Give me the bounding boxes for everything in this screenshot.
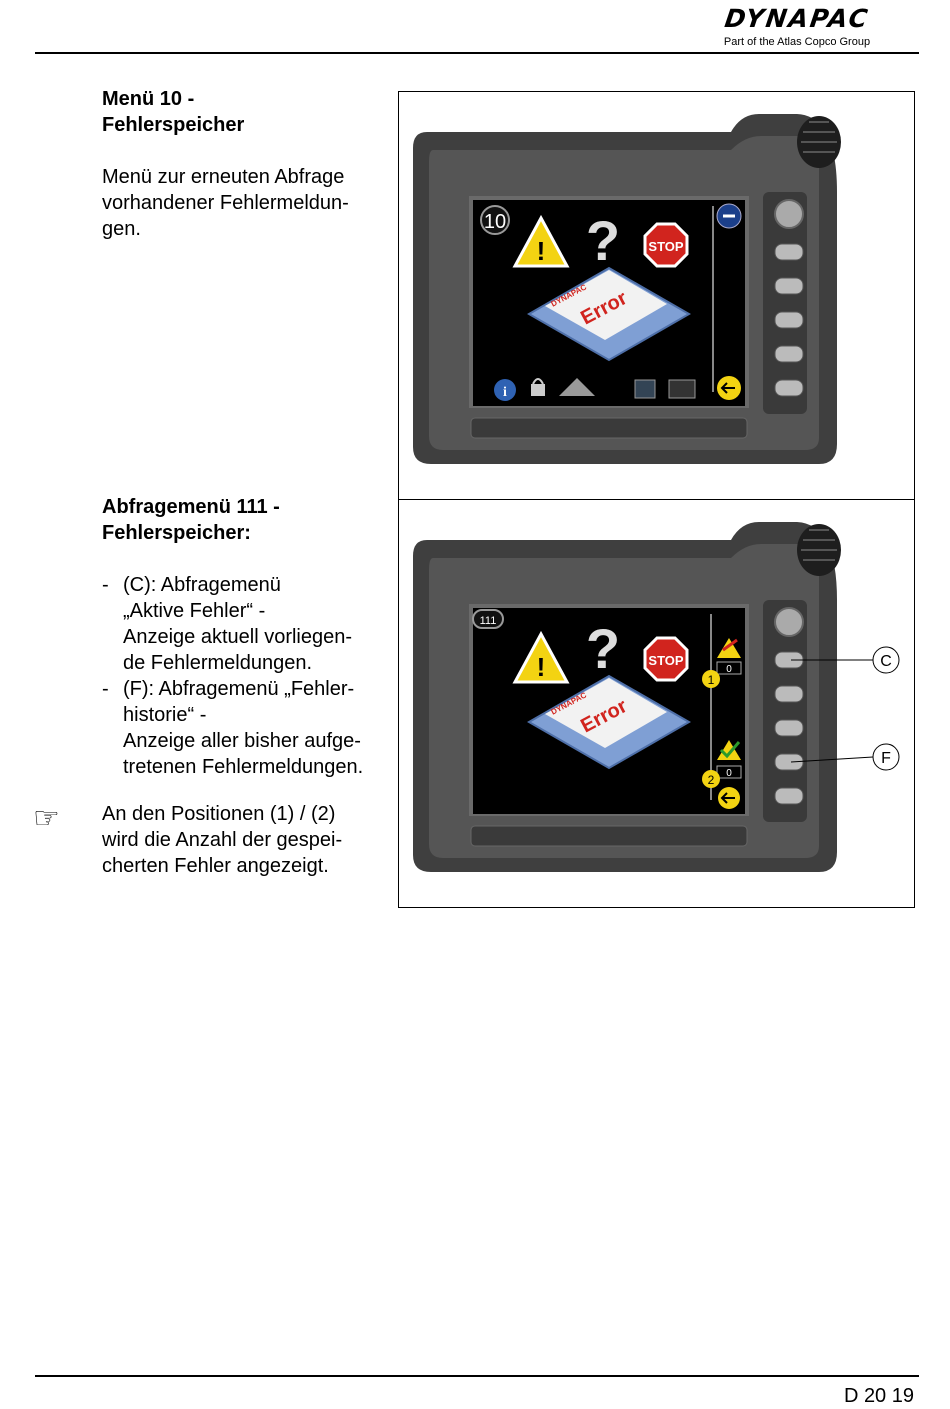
soft-key: [774, 685, 804, 703]
display-illustration: 111 ! ? STOP Error DYNAPAC 0 1 0 2: [413, 522, 900, 872]
position-2: 2: [708, 773, 715, 787]
menu-number: 10: [484, 211, 506, 233]
bottom-slot: [470, 825, 748, 847]
figure-menu-10: 10 ! ? STOP Error DYNAPAC i: [398, 91, 915, 500]
section-2-title: Abfragemenü 111 -: [102, 496, 280, 518]
warning-mark-icon: !: [537, 236, 546, 266]
soft-key: [774, 277, 804, 295]
stop-text: STOP: [648, 653, 683, 668]
section-2-text: Abfragemenü 111 - Fehlerspeicher: - (C):…: [102, 494, 386, 780]
soft-key: [774, 243, 804, 261]
soft-key: [774, 379, 804, 397]
menu-number: 111: [480, 615, 497, 627]
position-2-badge: [702, 770, 720, 788]
stop-text: STOP: [648, 239, 683, 254]
header-rule: [35, 52, 919, 54]
section-1-text: Menü 10 - Fehlerspeicher Menü zur erneut…: [102, 86, 386, 242]
dynapac-logo: DYNAPAC Part of the Atlas Copco Group: [686, 4, 908, 49]
round-button: [774, 607, 804, 637]
list-line: (F): Abfragemenü „Fehler-: [123, 678, 355, 700]
list-line: historie“ -: [123, 704, 207, 726]
section-1-title: Menü 10 -: [102, 88, 195, 110]
logo-subtitle: Part of the Atlas Copco Group: [723, 36, 871, 48]
count-box-2: [716, 765, 742, 779]
list-line: tretenen Fehlermeldungen.: [123, 756, 364, 778]
section-1-desc-line: Menü zur erneuten Abfrage: [102, 166, 345, 188]
list-line: (C): Abfragemenü: [123, 574, 281, 596]
list-line: Anzeige aller bisher aufge-: [123, 730, 361, 752]
callout-c-circle: [872, 646, 900, 674]
note-line: cherten Fehler angezeigt.: [102, 855, 329, 877]
callout-c: C: [880, 653, 892, 670]
note-line: wird die Anzahl der gespei-: [102, 829, 343, 851]
section-1-desc-line: vorhandener Fehlermeldun-: [102, 192, 349, 214]
question-icon: ?: [586, 617, 620, 680]
list-dash: -: [102, 678, 109, 700]
stop-sign-icon: [643, 636, 689, 682]
list-line: „Aktive Fehler“ -: [123, 600, 266, 622]
warning-icon: [512, 214, 570, 268]
list-dash: -: [102, 574, 109, 596]
menu-number-icon: [480, 205, 510, 235]
machine-icon: [559, 378, 595, 396]
count-1: 0: [726, 664, 732, 675]
count-2: 0: [726, 768, 732, 779]
lock-icon: [531, 384, 545, 396]
round-button: [774, 199, 804, 229]
list-line: de Fehlermeldungen.: [123, 652, 313, 674]
logo-wordmark: DYNAPAC: [722, 4, 872, 33]
page-number: D 20 19: [843, 1385, 914, 1407]
soft-key-f: [774, 753, 804, 771]
list-line: Anzeige aktuell vorliegen-: [123, 626, 353, 648]
callout-f: F: [881, 750, 891, 767]
hand-pointer-icon: ☞: [33, 802, 60, 835]
soft-key: [774, 787, 804, 805]
section-2-subtitle: Fehlerspeicher:: [102, 522, 251, 544]
question-icon: ?: [586, 209, 620, 272]
soft-key: [774, 719, 804, 737]
list-item: - (C): Abfragemenü „Aktive Fehler“ - Anz…: [102, 572, 386, 676]
warning-mark-icon: !: [537, 652, 546, 682]
stop-sign-icon: [643, 222, 689, 268]
fault-history-icon: [717, 740, 741, 760]
bottom-slot: [470, 417, 748, 439]
warning-icon: [512, 630, 570, 684]
section-1-desc-line: gen.: [102, 218, 141, 240]
display-illustration: 10 ! ? STOP Error DYNAPAC i: [413, 114, 841, 464]
soft-key: [774, 345, 804, 363]
footer-rule: [35, 1375, 919, 1377]
menu-number-icon: [472, 609, 504, 629]
note-text: An den Positionen (1) / (2) wird die Anz…: [102, 801, 386, 879]
note-line: An den Positionen (1) / (2): [102, 803, 336, 825]
info-icon: [494, 379, 516, 401]
settings-icon: [634, 379, 656, 399]
figure-menu-111: 111 ! ? STOP Error DYNAPAC 0 1 0 2: [398, 499, 915, 908]
list-item: - (F): Abfragemenü „Fehler- historie“ - …: [102, 676, 386, 780]
knob-grip-icon: [801, 529, 837, 561]
svg-text:i: i: [503, 385, 507, 400]
count-box-1: [716, 661, 742, 675]
position-1: 1: [708, 673, 715, 687]
gauge-icon: [668, 379, 696, 399]
callout-f-circle: [872, 743, 900, 771]
callout-f-line: [790, 756, 874, 763]
soft-key: [774, 311, 804, 329]
disk-label: [545, 678, 667, 748]
section-1-subtitle: Fehlerspeicher: [102, 114, 245, 136]
disk-label: [545, 270, 667, 340]
knob-grip-icon: [801, 121, 837, 153]
active-fault-icon: [717, 638, 741, 658]
position-1-badge: [702, 670, 720, 688]
